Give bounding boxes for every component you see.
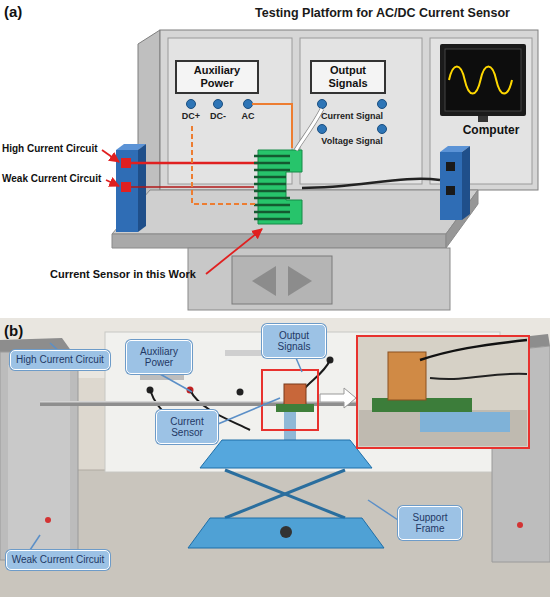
part-name: Weak Current Circuit [2, 173, 114, 185]
pointer-arrow [102, 150, 119, 162]
pointer-arrow [206, 229, 262, 274]
port-name: DC- [205, 111, 231, 121]
callout-box: Support Frame [398, 506, 462, 540]
zoom-cable [430, 374, 527, 379]
terminal [446, 162, 455, 171]
sensor-board [276, 404, 314, 412]
tower-front [8, 365, 70, 555]
cabinet-door [232, 256, 332, 304]
sine-wave [449, 67, 512, 94]
signal-name: Current Signal [312, 111, 392, 121]
signal-port [318, 100, 327, 109]
panel-letter: (a) [4, 3, 44, 20]
node-text: Output Signals [266, 330, 322, 353]
terminal [121, 182, 131, 192]
scissor-bar [225, 470, 345, 518]
callout-box: Output Signals [262, 324, 326, 358]
zoom-arrow [320, 388, 356, 408]
node-text: Output Signals [315, 64, 381, 90]
port-name: DC+ [178, 111, 204, 121]
cabinet-back [160, 30, 538, 190]
port-name: AC [235, 111, 261, 121]
callout-box: High Current Circuit [10, 350, 110, 370]
cabinet-section [300, 38, 422, 184]
zoom-frame-plate [420, 412, 510, 432]
panel-header-box: Output Signals [310, 60, 386, 94]
part-name: Current Sensor in this Work [50, 268, 220, 281]
leader-line [218, 398, 280, 424]
callout-box: Weak Current Circuit [6, 550, 110, 570]
panel-letter: (b) [4, 322, 44, 339]
leader-line [160, 374, 192, 392]
frame-base-plate [188, 518, 384, 548]
high-current-wire [131, 162, 258, 165]
power-port [244, 100, 253, 109]
zoom-bench [359, 410, 527, 446]
node-text: Weak Current Circuit [12, 554, 105, 566]
signal-port [318, 125, 327, 134]
panel-header-box: Auxiliary Power [175, 60, 259, 94]
node-text: Auxiliary Power [180, 64, 254, 90]
node-text: High Current Circuit [16, 354, 104, 366]
pointer-arrow [106, 180, 119, 186]
monitor-bezel [440, 44, 526, 116]
power-wire [192, 126, 256, 204]
signal-name: Voltage Signal [312, 136, 392, 146]
door-arrow [252, 266, 276, 296]
photo-background [0, 318, 550, 597]
scissor-bar [225, 470, 345, 518]
callout-box: Auxiliary Power [126, 340, 192, 374]
node-text: Current Sensor [160, 416, 214, 439]
highlight-frame [262, 370, 318, 430]
door-arrow [288, 266, 312, 296]
platform-title: Testing Platform for AC/DC Current Senso… [220, 6, 545, 20]
desk-front [112, 234, 446, 248]
signal-wire-outline [296, 109, 322, 150]
sensor-coil [254, 156, 290, 219]
node-text: Auxiliary Power [130, 346, 188, 369]
terminal [446, 186, 455, 195]
monitor-screen [445, 49, 521, 111]
data-cable [302, 179, 440, 188]
circuit-box-side [138, 144, 146, 232]
left-tower [0, 352, 78, 560]
sensor-post [284, 410, 296, 440]
signal-port [378, 125, 387, 134]
zoom-cable [420, 340, 527, 360]
leader-line [30, 535, 40, 550]
indicator-light [45, 517, 51, 523]
monitor-stand [478, 116, 488, 122]
leader-line [296, 358, 302, 372]
part-name: High Current Circuit [2, 143, 114, 155]
power-port [187, 100, 196, 109]
computer-box-side [462, 146, 470, 220]
computer-box [440, 152, 462, 220]
indicator-light [517, 522, 523, 528]
callout-box: Current Sensor [156, 410, 218, 444]
bench [0, 470, 550, 597]
signal-wire [296, 109, 322, 150]
signal-port [378, 100, 387, 109]
frame-knob [280, 526, 292, 538]
frame-top-plate [200, 440, 372, 468]
leader-line [368, 500, 398, 520]
power-port [214, 100, 223, 109]
board-terminal [237, 389, 244, 396]
terminal [121, 158, 131, 168]
zoom-frame [357, 336, 529, 448]
node-text: Support Frame [402, 512, 458, 535]
sensor-body [284, 384, 306, 406]
power-wire [252, 104, 292, 148]
panel-background [0, 0, 550, 316]
part-name: Computer [455, 124, 527, 138]
